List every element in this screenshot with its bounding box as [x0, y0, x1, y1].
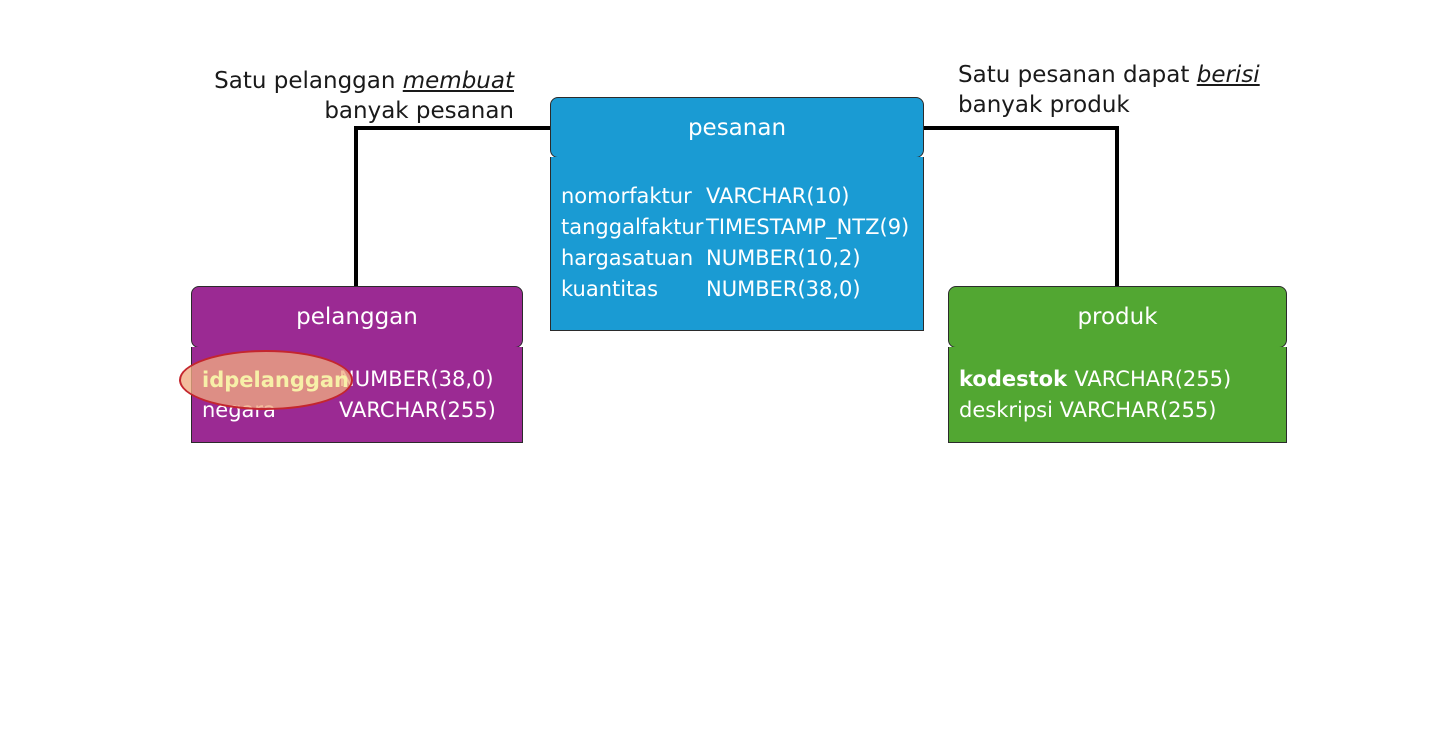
primary-key-highlight: [179, 350, 353, 410]
entity-produk-body: kodestok VARCHAR(255) deskripsi VARCHAR(…: [948, 347, 1287, 443]
attribute-type: VARCHAR(255): [1074, 367, 1232, 391]
note-right-verb: berisi: [1196, 62, 1260, 88]
entity-pesanan-body: nomorfaktur VARCHAR(10) tanggalfaktur TI…: [550, 157, 924, 331]
attribute-type: VARCHAR(255): [1059, 398, 1217, 422]
attribute-type: VARCHAR(10): [706, 184, 850, 208]
attribute-type: TIMESTAMP_NTZ(9): [706, 215, 910, 239]
attribute-row: kodestok VARCHAR(255): [959, 364, 1231, 395]
attribute-name-primary-key: kodestok: [959, 367, 1075, 391]
attribute-type: NUMBER(10,2): [706, 246, 861, 270]
entity-produk: produk kodestok VARCHAR(255) deskripsi V…: [948, 286, 1287, 443]
entity-pesanan-header: pesanan: [550, 97, 924, 158]
attribute-name: tanggalfaktur: [561, 215, 704, 239]
connector-pelanggan-pesanan: [354, 126, 551, 286]
relationship-note-left: Satu pelanggan membuat banyak pesanan: [180, 66, 514, 126]
entity-pesanan: pesanan nomorfaktur VARCHAR(10) tanggalf…: [550, 97, 924, 331]
attribute-type: VARCHAR(255): [339, 398, 496, 422]
connector-pesanan-produk: [924, 126, 1119, 286]
attribute-name: hargasatuan: [561, 246, 694, 270]
highlighted-key-label: idpelanggan: [202, 368, 350, 392]
note-left-line2: banyak pesanan: [324, 98, 514, 124]
entity-produk-header: produk: [948, 286, 1287, 348]
attribute-name: deskripsi: [959, 398, 1060, 422]
note-right-line2: banyak produk: [958, 92, 1130, 118]
attribute-row: deskripsi VARCHAR(255): [959, 395, 1216, 426]
note-left-verb: membuat: [402, 68, 514, 94]
note-right-prefix: Satu pesanan dapat: [958, 62, 1197, 88]
attribute-type: NUMBER(38,0): [706, 277, 861, 301]
entity-pelanggan-header: pelanggan: [191, 286, 523, 348]
relationship-note-right: Satu pesanan dapat berisi banyak produk: [958, 60, 1260, 120]
attribute-name: nomorfaktur: [561, 184, 692, 208]
note-left-prefix: Satu pelanggan: [214, 68, 403, 94]
attribute-name: kuantitas: [561, 277, 659, 301]
attribute-type: NUMBER(38,0): [339, 367, 494, 391]
